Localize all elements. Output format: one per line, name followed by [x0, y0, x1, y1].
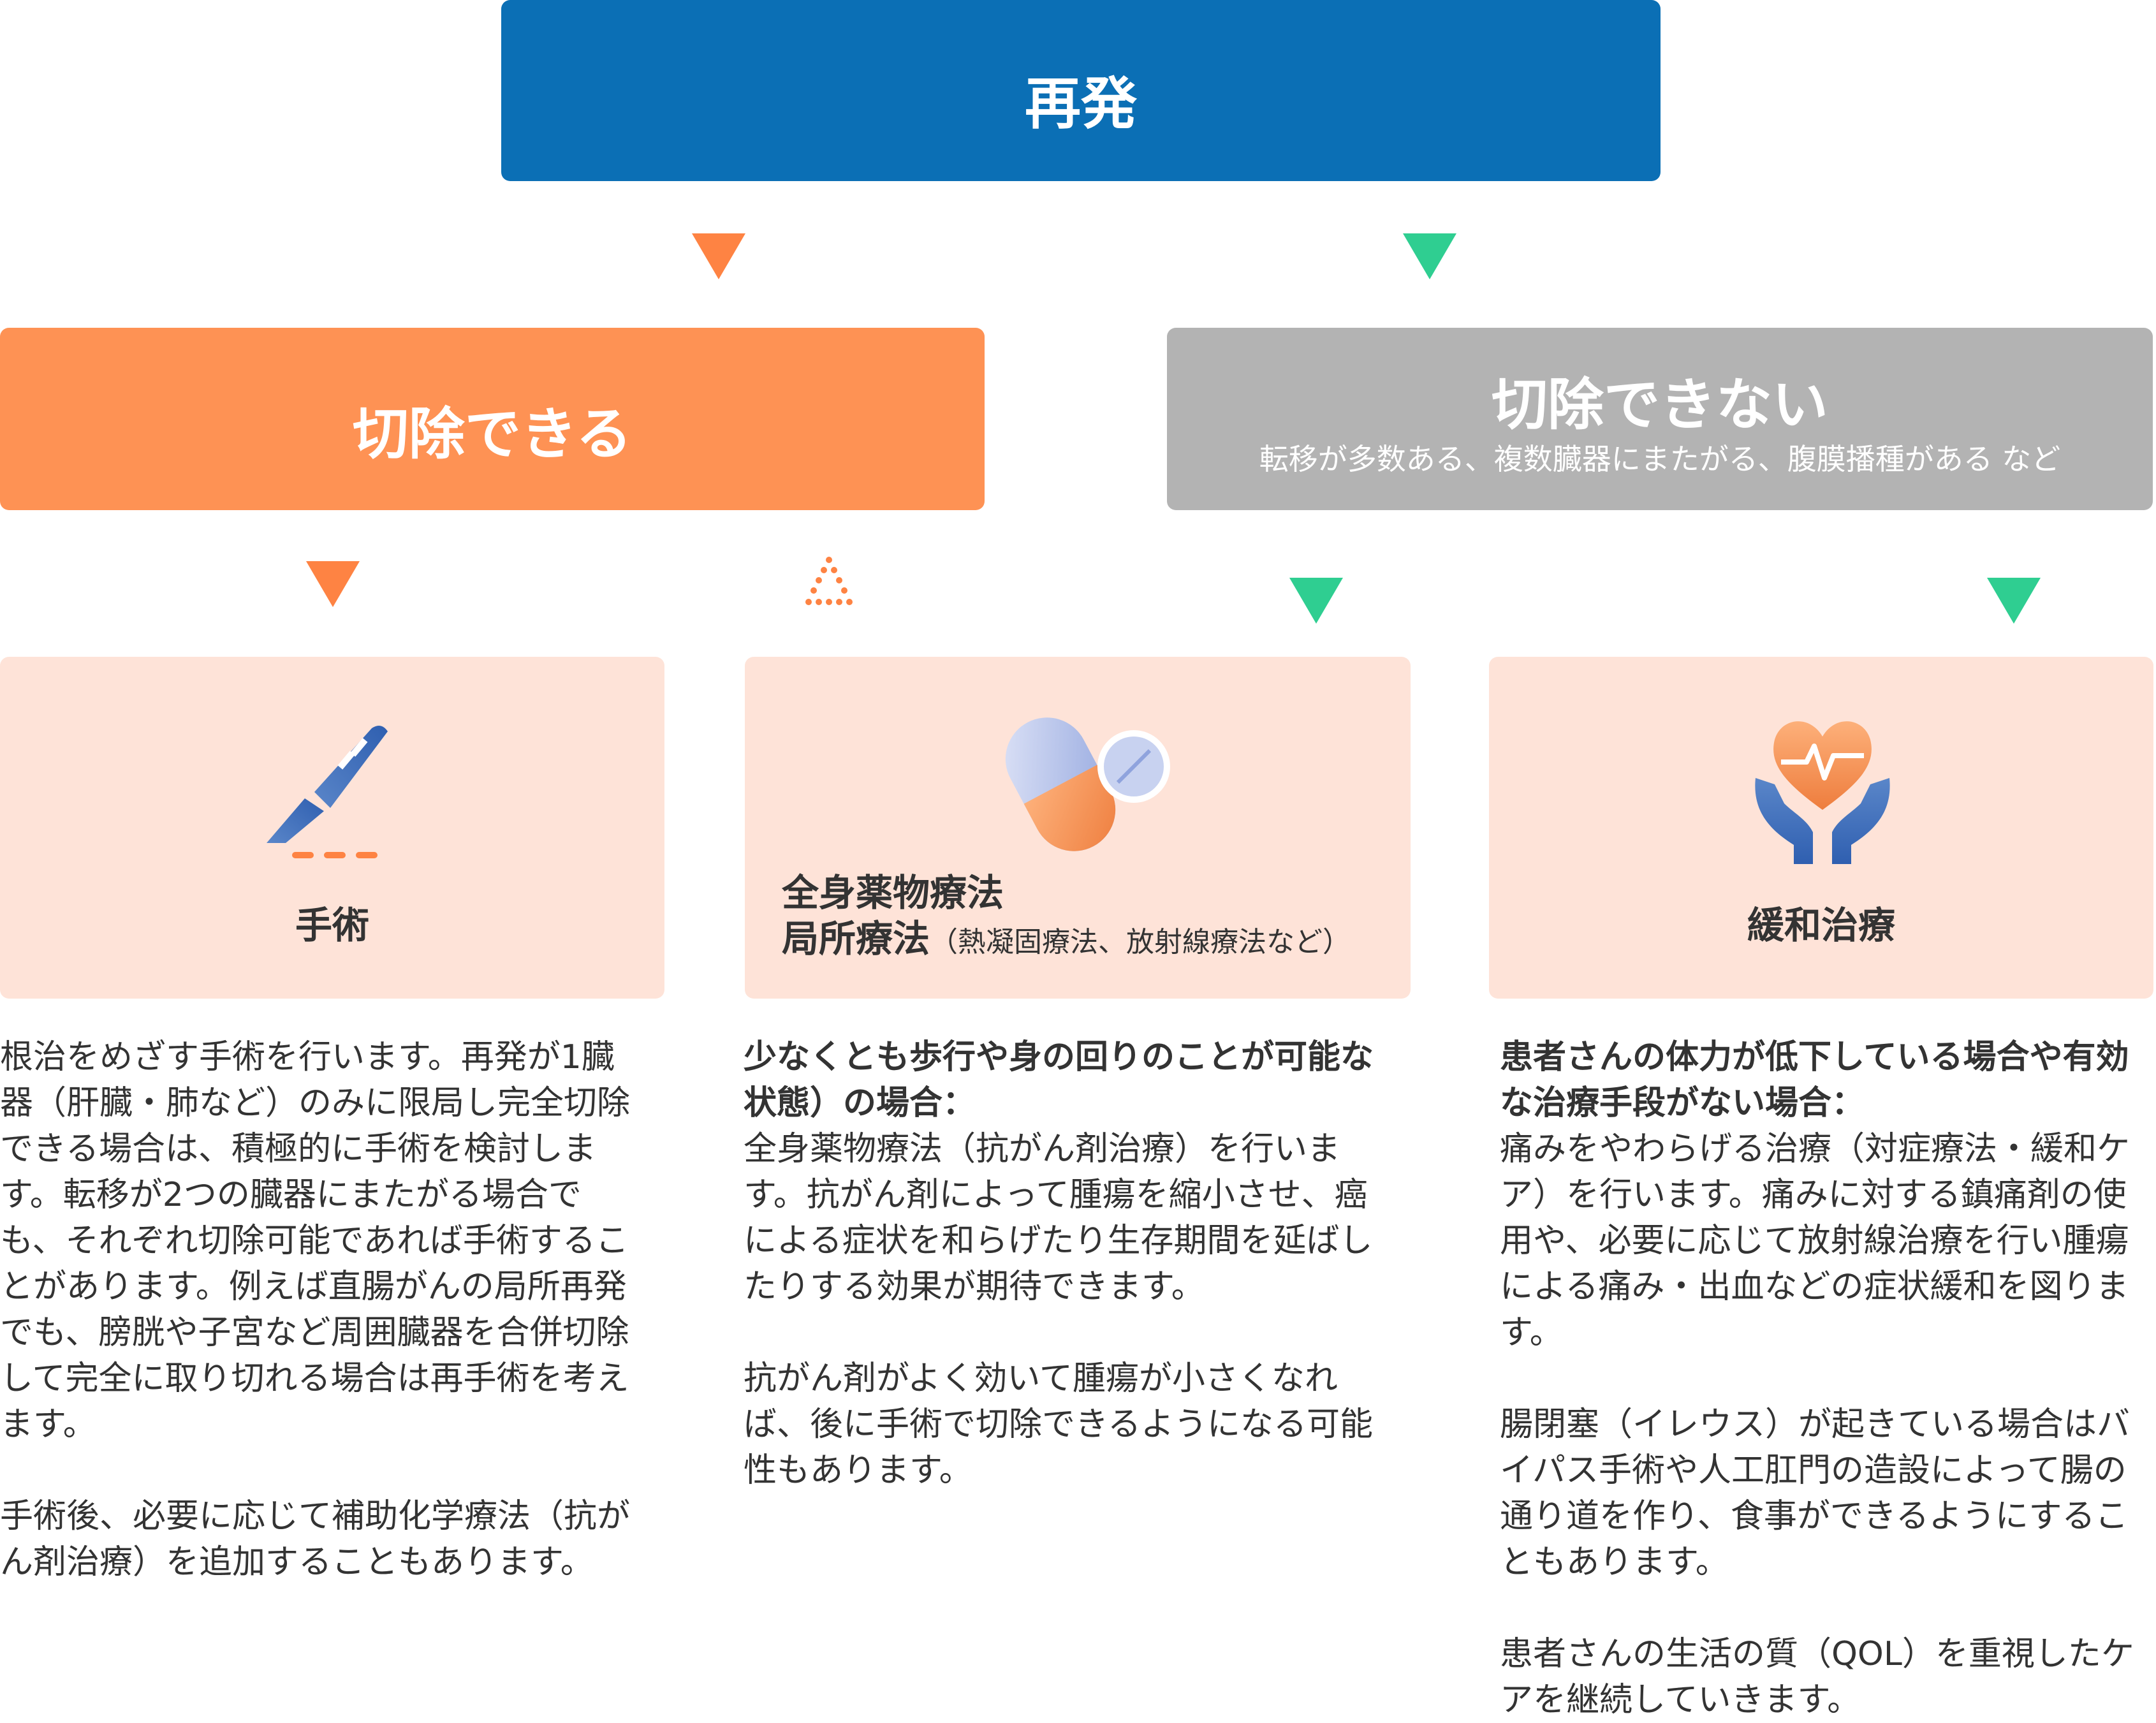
- resectable-title: 切除できる: [352, 401, 633, 467]
- unresectable-subtitle: 転移が多数ある、複数臓器にまたがる、腹膜播種がある など: [1259, 442, 2061, 476]
- unresectable-box: 切除できない 転移が多数ある、複数臓器にまたがる、腹膜播種がある など: [1167, 328, 2153, 510]
- surgery-text-line: ます。: [0, 1405, 96, 1444]
- drug-lead-line: 少なくとも歩行や身の回りのことが可能な: [744, 1038, 1374, 1076]
- arrow-down-to-palliative: [1987, 578, 2041, 624]
- drug-label-note: （熱凝固療法、放射線療法など）: [930, 926, 1351, 958]
- scalpel-icon: [267, 726, 388, 858]
- surgery-text-line: 根治をめざす手術を行います。再発が1臓: [0, 1038, 615, 1076]
- pills-icon: [1005, 717, 1170, 851]
- surgery-text-line: も、それぞれ切除可能であれば手術するこ: [0, 1222, 629, 1260]
- arrow-down-to-surgery: [306, 561, 360, 607]
- surgery-text-line: す。転移が2つの臓器にまたがる場合で: [0, 1176, 582, 1214]
- surgery-description: 根治をめざす手術を行います。再発が1臓 器（肝臓・肺など）のみに限局し完全切除 …: [0, 1034, 676, 1585]
- surgery-text-line: して完全に取り切れる場合は再手術を考え: [0, 1360, 629, 1398]
- surgery-text-line: 器（肝臓・肺など）のみに限局し完全切除: [0, 1084, 631, 1122]
- drug-text-line: 性もあります。: [744, 1451, 972, 1490]
- palliative-lead-line: な治療手段がない場合：: [1500, 1084, 1865, 1122]
- palliative-text-line: イパス手術や人工肛門の造設によって腸の: [1500, 1451, 2127, 1490]
- palliative-text-line: 用や、必要に応じて放射線治療を行い腫瘍: [1500, 1222, 2129, 1260]
- surgery-text-line: ん剤治療）を追加することもあります。: [0, 1543, 594, 1581]
- dotted-triangle-icon: [805, 557, 853, 605]
- palliative-text-line: 腸閉塞（イレウス）が起きている場合はバ: [1500, 1405, 2130, 1444]
- palliative-text-line: ア）を行います。痛みに対する鎮痛剤の使: [1500, 1176, 2127, 1214]
- drug-therapy-label: 全身薬物療法 局所療法（熱凝固療法、放射線療法など）: [782, 870, 1351, 965]
- drug-text-line: 抗がん剤がよく効いて腫瘍が小さくなれ: [744, 1360, 1338, 1398]
- drug-therapy-card: 全身薬物療法 局所療法（熱凝固療法、放射線療法など）: [745, 657, 1411, 999]
- arrow-down-orange-left: [692, 233, 745, 279]
- relapse-box: 再発: [501, 0, 1661, 181]
- arrow-down-to-drug: [1289, 578, 1343, 624]
- palliative-lead-line: 患者さんの体力が低下している場合や有効: [1500, 1038, 2129, 1076]
- drug-description: 少なくとも歩行や身の回りのことが可能な 状態）の場合： 全身薬物療法（抗がん剤治…: [744, 1034, 1432, 1493]
- drug-text-line: す。抗がん剤によって腫瘍を縮小させ、癌: [744, 1176, 1368, 1214]
- palliative-text-line: 通り道を作り、食事ができるようにするこ: [1500, 1497, 2129, 1536]
- surgery-text-line: 手術後、必要に応じて補助化学療法（抗が: [0, 1497, 631, 1536]
- palliative-label: 緩和治療: [1747, 904, 1895, 947]
- drug-text-line: による症状を和らげたり生存期間を延ばし: [744, 1222, 1373, 1260]
- surgery-text-line: とがあります。例えば直腸がんの局所再発: [0, 1268, 627, 1306]
- drug-text-line: ば、後に手術で切除できるようになる可能: [744, 1405, 1373, 1444]
- palliative-text-line: 患者さんの生活の質（QOL）を重視したケ: [1500, 1635, 2134, 1673]
- palliative-text-line: アを継続していきます。: [1500, 1681, 1861, 1719]
- arrow-down-green-right: [1403, 233, 1456, 279]
- palliative-text-line: 痛みをやわらげる治療（対症療法・緩和ケ: [1500, 1130, 2130, 1168]
- palliative-text-line: による痛み・出血などの症状緩和を図りま: [1500, 1268, 2129, 1306]
- drug-label-line2: 局所療法: [782, 917, 930, 960]
- drug-text-line: 全身薬物療法（抗がん剤治療）を行いま: [744, 1130, 1341, 1168]
- relapse-title: 再発: [1024, 71, 1137, 136]
- palliative-text-line: ともあります。: [1500, 1543, 1729, 1581]
- palliative-description: 患者さんの体力が低下している場合や有効 な治療手段がない場合： 痛みをやわらげる…: [1500, 1034, 2156, 1723]
- surgery-label: 手術: [295, 904, 369, 947]
- surgery-text-line: できる場合は、積極的に手術を検討しま: [0, 1130, 596, 1168]
- resectable-box: 切除できる: [0, 328, 985, 510]
- surgery-text-line: でも、膀胱や子宮など周囲臓器を合併切除: [0, 1314, 629, 1352]
- drug-text-line: たりする効果が期待できます。: [744, 1268, 1205, 1306]
- palliative-card: 緩和治療: [1489, 657, 2153, 999]
- unresectable-title: 切除できない: [1491, 372, 1828, 437]
- heart-hands-icon: [1755, 721, 1890, 864]
- palliative-text-line: す。: [1500, 1314, 1563, 1352]
- surgery-card: 手術: [0, 657, 664, 999]
- drug-lead-line: 状態）の場合：: [744, 1084, 976, 1122]
- drug-label-line1: 全身薬物療法: [782, 871, 1004, 914]
